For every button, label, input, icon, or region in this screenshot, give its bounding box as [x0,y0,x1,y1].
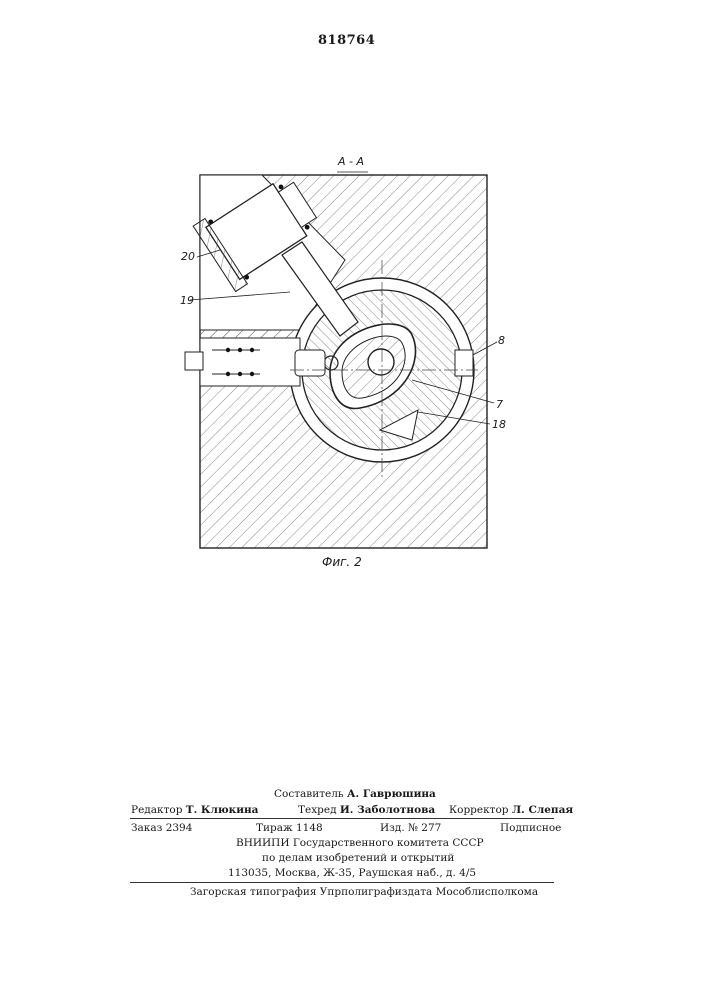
figure-caption: Фиг. 2 [322,555,362,569]
editor-label: Редактор [131,804,182,816]
section-label: А - А [338,155,364,168]
compiler-line: Составитель А. Гаврюшина [274,788,436,800]
right-stop [455,350,473,376]
central-hole [368,349,394,375]
org-line-1: ВНИИПИ Государственного комитета СССР [236,837,484,849]
compiler-label: Составитель [274,788,344,800]
circulation: Тираж 1148 [256,822,323,834]
subscription: Подписное [500,822,561,834]
edition-number: Изд. № 277 [380,822,441,834]
divider-bottom [130,882,554,883]
org-line-3: 113035, Москва, Ж-35, Раушская наб., д. … [228,867,476,879]
corrector-name: Л. Слепая [512,804,573,816]
editor-name: Т. Клюкина [186,804,259,816]
corrector-line: Корректор Л. Слепая [449,804,573,816]
editor-line: Редактор Т. Клюкина [131,804,258,816]
section-drawing [0,0,707,600]
printer-line: Загорская типография Упрполиграфиздата М… [190,886,538,898]
divider-top [130,818,554,819]
callout-20: 20 [181,250,195,263]
techred-label: Техред [298,804,337,816]
callout-19: 19 [180,294,194,307]
left-plunger-housing [200,338,300,386]
ball [324,356,338,370]
techred-line: Техред И. Заболотнова [298,804,435,816]
callout-7: 7 [496,398,503,411]
compiler-name: А. Гаврюшина [347,788,436,800]
org-line-2: по делам изобретений и открытий [262,852,454,864]
callout-18: 18 [492,418,506,431]
corrector-label: Корректор [449,804,509,816]
callout-8: 8 [498,334,505,347]
techred-name: И. Заболотнова [340,804,435,816]
order-number: Заказ 2394 [131,822,192,834]
